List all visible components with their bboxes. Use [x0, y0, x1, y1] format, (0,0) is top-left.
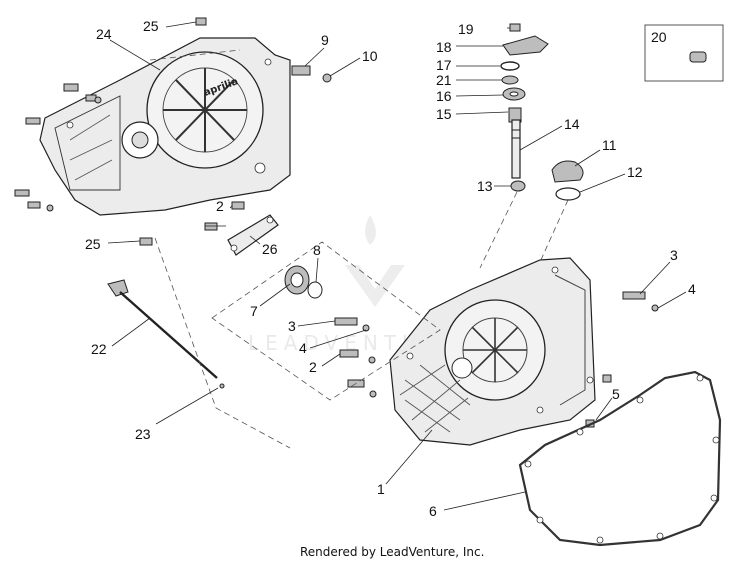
part-26-bracket[interactable] [227, 214, 279, 256]
callout-23: 23 [135, 426, 151, 442]
callout-1: 1 [377, 481, 385, 497]
callout-3-left: 3 [288, 318, 296, 334]
callout-3-right: 3 [670, 247, 678, 263]
callout-4-right: 4 [688, 281, 696, 297]
part-12-o-ring[interactable] [555, 187, 581, 201]
middle-bolts[interactable] [334, 317, 377, 398]
callout-5: 5 [612, 386, 620, 402]
callout-2-lower: 2 [309, 359, 317, 375]
part-1-clutch-cover[interactable] [389, 257, 596, 446]
part-20-box[interactable] [644, 24, 724, 82]
callout-10: 10 [362, 48, 378, 64]
callout-13: 13 [477, 178, 493, 194]
callout-19: 19 [458, 21, 474, 37]
callout-20: 20 [651, 29, 667, 45]
callout-labels: 1 2 2 3 3 4 4 5 6 7 8 9 10 11 12 13 14 1… [85, 18, 696, 519]
callout-21: 21 [436, 72, 452, 88]
part-22-dipstick[interactable] [107, 279, 225, 389]
callout-11: 11 [602, 137, 617, 153]
callout-24: 24 [96, 26, 112, 42]
callout-22: 22 [91, 341, 107, 357]
part-21-washer[interactable] [501, 75, 519, 85]
part-24-side-cover[interactable]: aprilia [39, 37, 291, 216]
callout-9: 9 [321, 32, 329, 48]
part-17-spring[interactable] [500, 61, 520, 71]
callout-18: 18 [436, 39, 452, 55]
callout-26: 26 [262, 241, 278, 257]
part-13-seal[interactable] [510, 180, 526, 192]
callout-12: 12 [627, 164, 643, 180]
callout-17: 17 [436, 57, 452, 73]
callout-25-top: 25 [143, 18, 159, 34]
callout-7: 7 [250, 303, 258, 319]
part-19-screw[interactable] [509, 23, 521, 32]
callout-16: 16 [436, 88, 452, 104]
callout-2-upper: 2 [216, 198, 224, 214]
callout-25-bottom: 25 [85, 236, 101, 252]
callout-14: 14 [564, 116, 580, 132]
part-6-gasket[interactable] [518, 370, 722, 547]
callout-8: 8 [313, 242, 321, 258]
footer-credit: Rendered by LeadVenture, Inc. [300, 545, 484, 559]
callout-15: 15 [436, 106, 452, 122]
part-18-lever[interactable] [502, 35, 549, 56]
assembly-dash-lines [149, 49, 569, 449]
leader-lines [107, 21, 687, 511]
part-16-bearing[interactable] [502, 87, 526, 101]
part-7-sight-glass[interactable] [284, 265, 310, 295]
part-14-shaft[interactable] [511, 119, 521, 179]
callout-4-left: 4 [299, 340, 307, 356]
callout-6: 6 [429, 503, 437, 519]
left-cover-bolts[interactable] [14, 17, 332, 246]
part-8-o-ring[interactable] [307, 281, 323, 299]
